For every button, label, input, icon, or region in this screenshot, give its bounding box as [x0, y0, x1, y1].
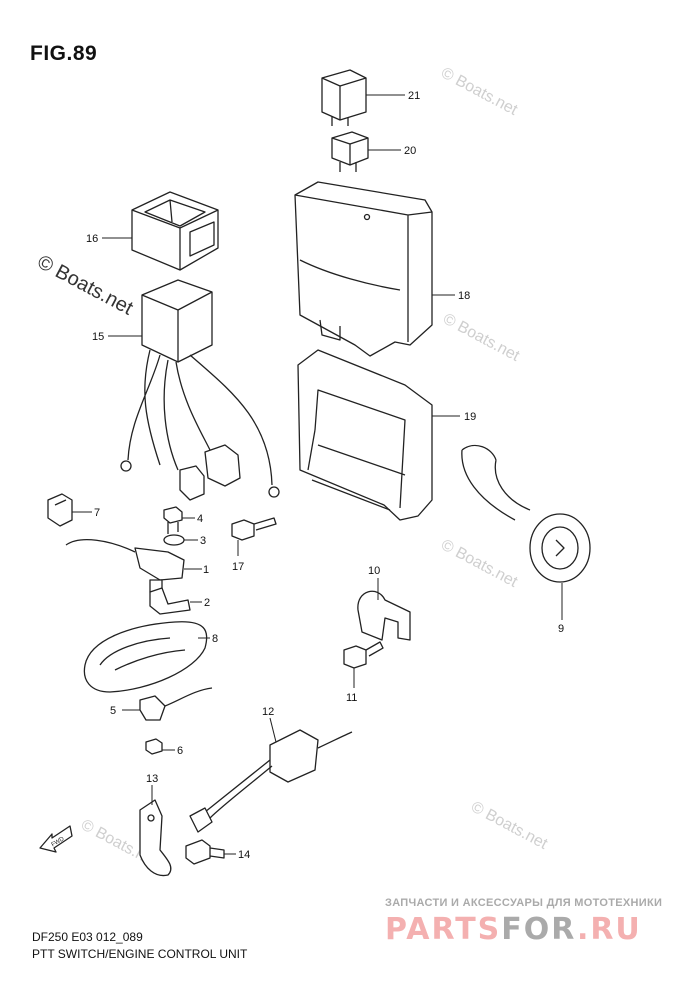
- part-8-cover[interactable]: [83, 621, 208, 693]
- part-7-clip[interactable]: [47, 493, 73, 527]
- callout-17[interactable]: 17: [232, 561, 244, 573]
- callout-12[interactable]: 12: [262, 706, 274, 718]
- watermark: © Boats.net: [438, 537, 520, 592]
- part-16-cover[interactable]: [131, 191, 219, 271]
- callout-4[interactable]: 4: [197, 513, 203, 525]
- part-18-ecu[interactable]: [294, 181, 433, 357]
- part-14-bolt[interactable]: [185, 839, 225, 865]
- callout-11[interactable]: 11: [346, 692, 357, 704]
- part-9-key-switch[interactable]: [461, 444, 591, 583]
- brand-name-b: FOR: [501, 912, 577, 947]
- callout-19[interactable]: 19: [464, 411, 476, 423]
- callout-18[interactable]: 18: [458, 290, 470, 302]
- watermark: © Boats.net: [468, 799, 550, 854]
- part-6-screw[interactable]: [145, 738, 163, 755]
- brand-tagline: ЗАПЧАСТИ И АКСЕССУАРЫ ДЛЯ МОТОТЕХНИКИ: [385, 897, 663, 909]
- part-11-bolt[interactable]: [343, 641, 384, 669]
- part-5-switch[interactable]: [139, 687, 213, 721]
- part-13-clamp[interactable]: [139, 799, 172, 877]
- diagram-title: PTT SWITCH/ENGINE CONTROL UNIT: [32, 947, 248, 961]
- callout-14[interactable]: 14: [238, 849, 250, 861]
- part-15-harness[interactable]: [120, 279, 280, 501]
- callout-20[interactable]: 20: [404, 145, 416, 157]
- callout-6[interactable]: 6: [177, 745, 183, 757]
- callout-1[interactable]: 1: [203, 564, 209, 576]
- callout-7[interactable]: 7: [94, 507, 100, 519]
- callout-5[interactable]: 5: [110, 705, 116, 717]
- callout-15[interactable]: 15: [92, 331, 104, 343]
- callout-9[interactable]: 9: [558, 623, 564, 635]
- callout-16[interactable]: 16: [86, 233, 98, 245]
- figure-label: FIG.89: [30, 42, 98, 65]
- part-1-ptt-switch[interactable]: [65, 539, 185, 593]
- callout-13[interactable]: 13: [146, 773, 158, 785]
- part-2-bracket[interactable]: [149, 587, 191, 615]
- watermark: © Boats.net: [34, 251, 137, 320]
- part-10-clamp[interactable]: [357, 590, 411, 641]
- callouts: 1 2 3 4 5 6 7 8 9 10 11 12 13 14 15 16 1…: [86, 90, 564, 861]
- part-12-harness[interactable]: [189, 729, 353, 833]
- callout-3[interactable]: 3: [200, 535, 206, 547]
- brand-name-a: PARTS: [385, 912, 502, 947]
- callout-21[interactable]: 21: [408, 90, 420, 102]
- part-4-bolt[interactable]: [163, 506, 183, 534]
- brand-logo: PARTSFOR.RU: [385, 912, 642, 947]
- watermark: © Boats.net: [440, 311, 522, 366]
- callout-10[interactable]: 10: [368, 565, 380, 577]
- brand-name-c: .RU: [576, 912, 642, 947]
- part-17-bolt[interactable]: [231, 517, 277, 541]
- leader-lines: [72, 94, 563, 855]
- part-20-relay[interactable]: [331, 131, 369, 172]
- model-code: DF250 E03 012_089: [32, 930, 143, 944]
- callout-8[interactable]: 8: [212, 633, 218, 645]
- watermark: © Boats.net: [438, 65, 520, 120]
- callout-2[interactable]: 2: [204, 597, 210, 609]
- fwd-arrow-icon: FWD: [39, 825, 73, 853]
- part-19-case[interactable]: [297, 349, 433, 521]
- part-21-relay[interactable]: [321, 69, 367, 126]
- part-3-washer[interactable]: [163, 534, 185, 546]
